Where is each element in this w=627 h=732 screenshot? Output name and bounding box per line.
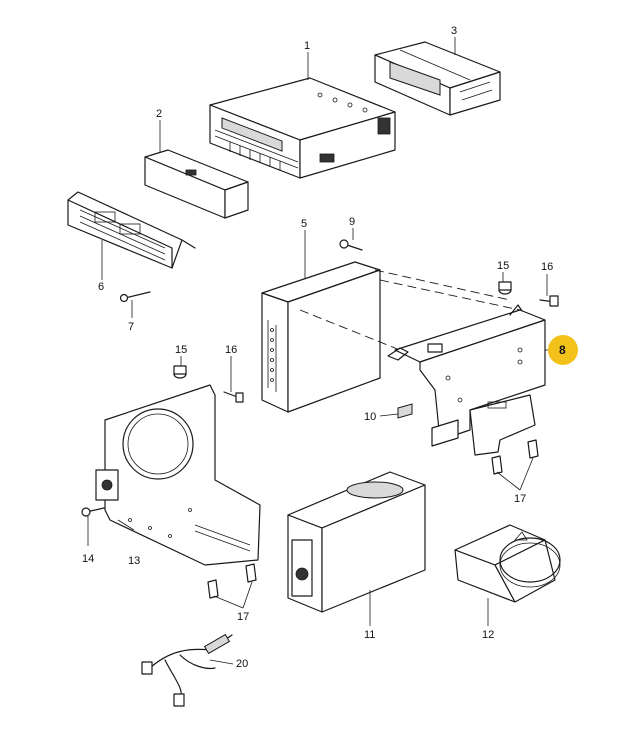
callout-1: 1 <box>304 40 310 52</box>
callout-16-upper: 16 <box>541 261 553 273</box>
callout-15-lower: 15 <box>175 344 187 356</box>
part-10-clip[interactable] <box>397 403 413 419</box>
callout-17-left: 17 <box>237 611 249 623</box>
part-17-clips-left[interactable] <box>207 563 257 599</box>
part-20-wiring-harness[interactable] <box>141 633 233 707</box>
callout-13: 13 <box>128 555 140 567</box>
callout-12: 12 <box>482 629 494 641</box>
part-15-spacer-lower[interactable] <box>173 365 187 379</box>
part-9-screw[interactable] <box>339 239 363 251</box>
part-1-radio-head-unit[interactable] <box>209 77 396 179</box>
part-11-cd-console[interactable] <box>287 471 426 613</box>
callout-15-upper: 15 <box>497 260 509 272</box>
part-16-screw-upper[interactable] <box>539 295 559 307</box>
assembly-guide-lines <box>299 269 521 359</box>
callout-7: 7 <box>128 321 134 333</box>
part-2-cover[interactable] <box>144 149 249 219</box>
callout-16-lower: 16 <box>225 344 237 356</box>
part-15-spacer-upper[interactable] <box>498 281 512 295</box>
part-17-clips-right[interactable] <box>491 439 539 475</box>
callout-9: 9 <box>349 216 355 228</box>
part-12-cd-magazine[interactable] <box>454 524 561 603</box>
part-14-screw[interactable] <box>81 507 105 517</box>
callout-5: 5 <box>301 218 307 230</box>
callout-3: 3 <box>451 25 457 37</box>
part-8-mounting-bracket[interactable] <box>387 304 546 456</box>
leader-lines <box>87 37 552 665</box>
callout-20: 20 <box>236 658 248 670</box>
callout-2: 2 <box>156 108 162 120</box>
callout-8: 8 <box>559 343 566 357</box>
callout-10: 10 <box>364 411 376 423</box>
part-3-mounting-frame[interactable] <box>374 41 501 116</box>
part-7-screw[interactable] <box>119 291 151 303</box>
part-5-amplifier[interactable] <box>261 261 381 413</box>
callout-6: 6 <box>98 281 104 293</box>
part-16-screw-lower[interactable] <box>223 391 244 403</box>
callout-14: 14 <box>82 553 94 565</box>
callout-17-right: 17 <box>514 493 526 505</box>
callout-11: 11 <box>364 629 375 641</box>
part-13-speaker-bracket[interactable] <box>95 384 261 566</box>
part-6-control-panel[interactable] <box>67 191 196 269</box>
highlight-badge-8 <box>548 335 578 365</box>
